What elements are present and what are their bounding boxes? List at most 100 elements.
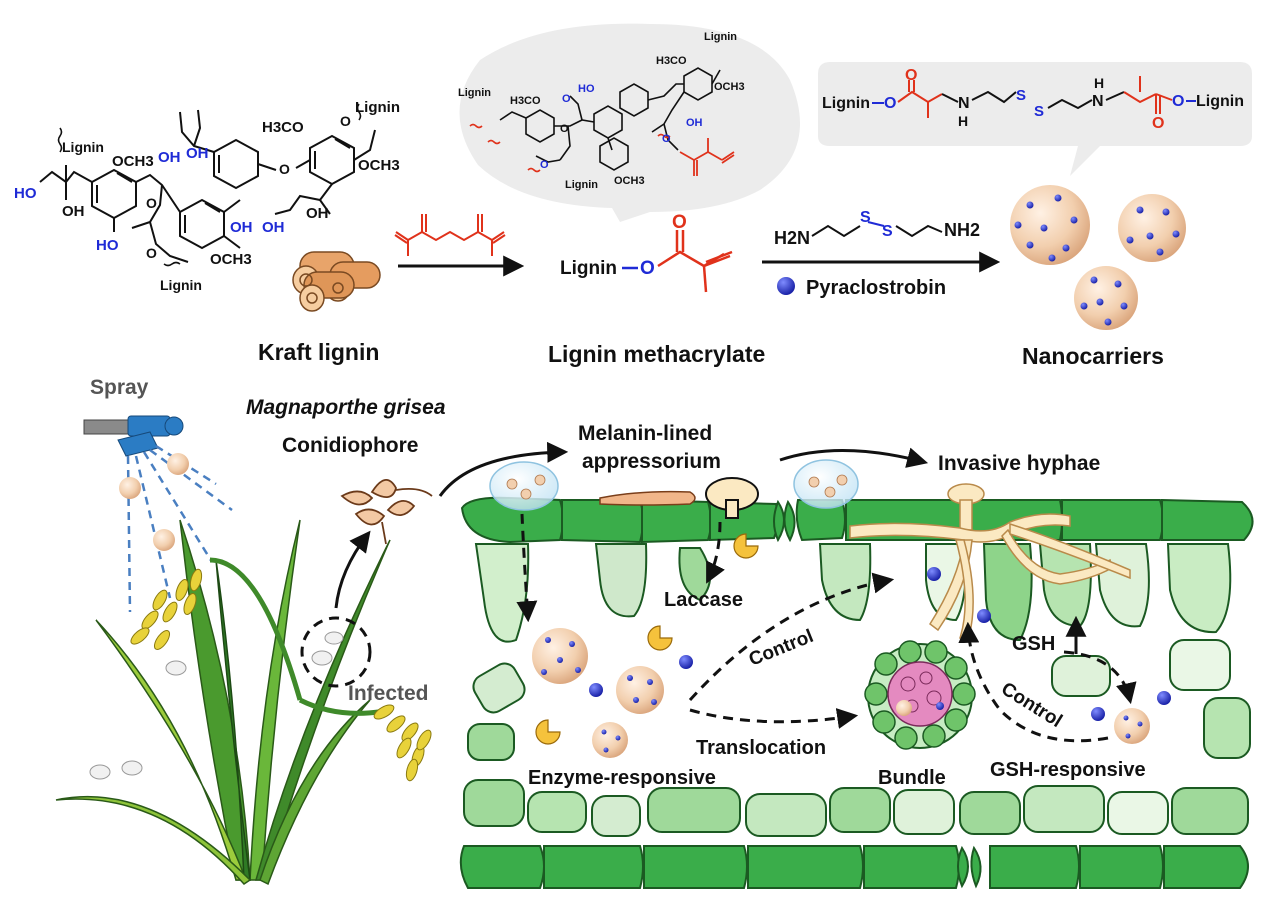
vascular-bundle <box>864 640 976 750</box>
kraft-oh-chain-right-2: OH <box>262 219 285 236</box>
spray-label: Spray <box>90 376 149 399</box>
leaf-tissue-cross-section <box>459 459 1254 889</box>
nanocarrier-3 <box>1074 266 1138 330</box>
rice-grains-infected <box>373 704 432 782</box>
kraft-ring-3 <box>213 138 259 190</box>
kraft-lignin-top-right: Lignin <box>355 99 400 116</box>
product-bubble <box>818 62 1252 176</box>
kraft-lignin-labels: Lignin OCH3 OH OH H3CO Lignin OCH3 HO OH… <box>14 99 400 293</box>
methacrylic-anhydride <box>394 214 506 256</box>
pyraclostrobin-dot-icon <box>777 277 795 295</box>
pr-o-left-carbonyl: O <box>905 67 917 84</box>
appressorium-label-line2: appressorium <box>582 450 721 473</box>
cystamine-crosslinker: H2N S S NH2 <box>774 209 980 248</box>
xl-h2n: H2N <box>774 228 810 248</box>
control-label-1: Control <box>746 626 816 671</box>
pr-n-left: N <box>958 95 970 112</box>
infected-label: Infected <box>348 682 429 705</box>
pyraclostrobin-label: Pyraclostrobin <box>806 277 946 299</box>
nanocarrier-group-top <box>1010 185 1186 330</box>
kraft-ho-left: HO <box>14 185 37 202</box>
kraft-ring-4 <box>309 134 355 186</box>
kraft-oh-pair-2: OH <box>186 145 209 162</box>
xl-nh2: NH2 <box>944 220 980 240</box>
nanocarrier-2 <box>1118 194 1186 262</box>
structure-bubble <box>459 23 800 222</box>
kraft-o-2: O <box>146 245 157 261</box>
kraft-ring-1 <box>91 168 137 220</box>
bubble-o-4: O <box>662 133 671 145</box>
kraft-o-3: O <box>279 161 290 177</box>
kraft-och3-1: OCH3 <box>112 153 154 170</box>
wood-logs-icon <box>292 251 381 312</box>
kraft-o-1: O <box>146 195 157 211</box>
pr-s1: S <box>1016 87 1026 104</box>
pr-o-right: O <box>1172 93 1184 110</box>
xl-s1: S <box>860 209 871 226</box>
tissue-flow-arrows <box>516 513 1137 743</box>
kraft-ring-2 <box>179 198 225 250</box>
tissue-nanocarrier-3 <box>592 722 628 758</box>
bubble-o-2: O <box>560 123 569 135</box>
lm-lignin: Lignin <box>560 258 617 279</box>
kraft-ho-lower: HO <box>96 237 119 254</box>
bubble-lignin-a: Lignin <box>458 87 491 99</box>
spray-nanoparticles <box>119 453 189 551</box>
translocation-label: Translocation <box>696 737 826 759</box>
surface-droplets <box>489 459 859 511</box>
bubble-och3-b: OCH3 <box>614 175 645 187</box>
laccase-label: Laccase <box>664 589 743 611</box>
pr-h-right: H <box>1094 75 1104 91</box>
kraft-h3co-right: H3CO <box>262 119 304 136</box>
kraft-lignin-structure <box>39 103 376 267</box>
tissue-nanocarriers <box>532 628 1150 758</box>
arrow-to-appressorium <box>438 441 569 497</box>
bubble-och3-a: OCH3 <box>714 81 745 93</box>
tissue-nanocarrier-1 <box>532 628 588 684</box>
bubble-o-1: O <box>562 93 571 105</box>
bubble-lignin-c: Lignin <box>565 179 598 191</box>
arrow-to-hyphae <box>779 447 929 468</box>
laccase-enzymes <box>535 533 759 745</box>
pr-o-left: O <box>884 95 896 112</box>
species-label: Magnaporthe grisea <box>246 396 446 419</box>
kraft-lignin-top-left: Lignin <box>62 139 104 155</box>
lignin-methacrylate-structure: Lignin O O <box>560 212 733 293</box>
bubble-oh: OH <box>686 117 703 129</box>
kraft-o-4: O <box>340 113 351 129</box>
tissue-nanocarrier-4 <box>1114 708 1150 744</box>
invasive-hyphae-label: Invasive hyphae <box>938 452 1100 475</box>
tissue-nanocarrier-2 <box>616 666 664 714</box>
invasive-hyphae-icon <box>849 483 1131 641</box>
pr-lignin-right: Lignin <box>1196 93 1244 110</box>
kraft-och3-right: OCH3 <box>358 157 400 174</box>
nanocarriers-label: Nanocarriers <box>1022 343 1164 369</box>
leaf-deposited-particles <box>89 631 344 780</box>
rice-grains-left <box>130 568 203 650</box>
lm-o-ester: O <box>640 258 655 279</box>
lm-o-carbonyl: O <box>672 212 687 233</box>
free-drug-dots <box>589 567 1171 721</box>
nanocarrier-1 <box>1010 185 1090 265</box>
gsh-label: GSH <box>1012 633 1055 655</box>
rice-plant <box>55 519 391 886</box>
spray-nozzle-icon <box>83 415 184 457</box>
bubble-methacrylate-red <box>679 138 735 176</box>
crosslinked-product-structure: Lignin O O N H S S N H O O Lignin <box>822 67 1244 132</box>
kraft-oh-mid: OH <box>62 203 85 220</box>
kraft-lignin-label: Kraft lignin <box>258 339 379 365</box>
bubble-o-3: O <box>540 159 549 171</box>
conidiophore-arrow <box>334 530 371 609</box>
pr-lignin-left: Lignin <box>822 95 870 112</box>
bubble-ho: HO <box>578 83 595 95</box>
kraft-och3-bottom: OCH3 <box>210 251 252 268</box>
pr-n-right: N <box>1092 93 1104 110</box>
kraft-oh-chain-right: OH <box>306 205 329 222</box>
pr-o-right-carbonyl: O <box>1152 115 1164 132</box>
enzyme-responsive-label: Enzyme-responsive <box>528 767 716 789</box>
bubble-h3co-a: H3CO <box>510 95 541 107</box>
pr-h-left: H <box>958 113 968 129</box>
appressorium-label-line1: Melanin-lined <box>578 422 712 445</box>
bubble-lignin-b: Lignin <box>704 31 737 43</box>
conidiophore-icon <box>340 479 433 545</box>
